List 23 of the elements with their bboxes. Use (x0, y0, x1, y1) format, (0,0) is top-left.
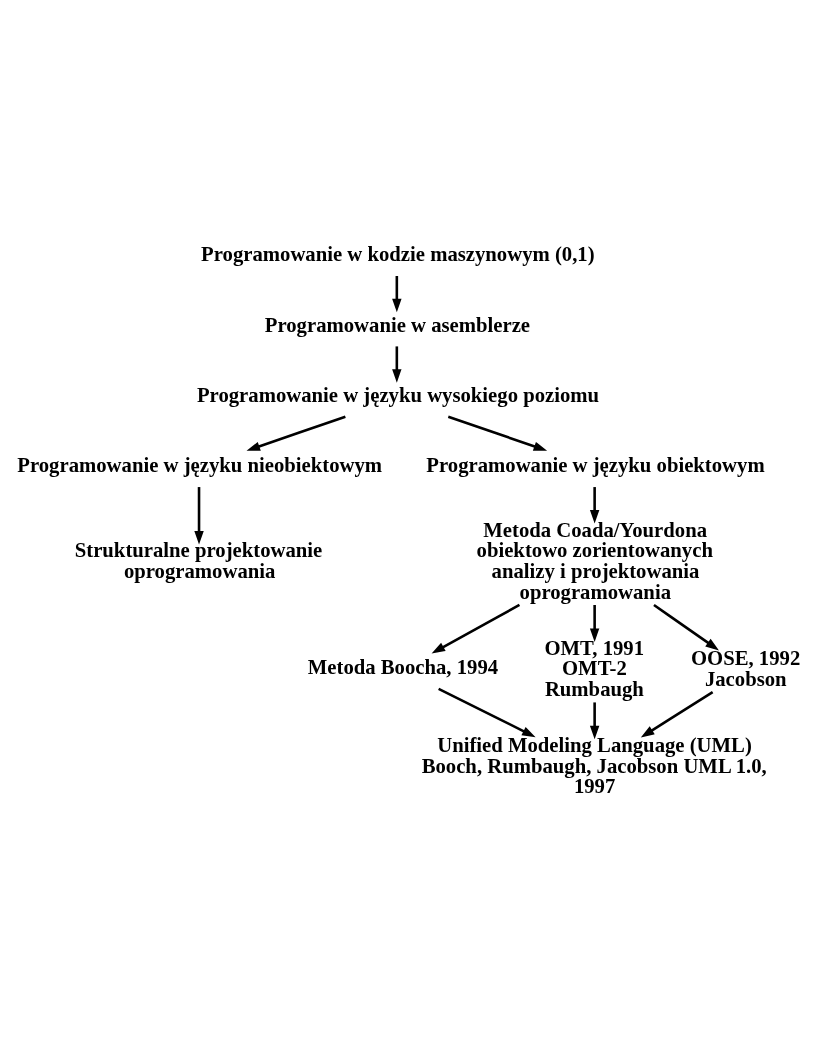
node-text: Programowanie w języku obiektowym (425, 453, 765, 476)
arrow (447, 414, 547, 451)
arrow (437, 687, 536, 737)
arrow (589, 604, 599, 642)
node-text: Unified Modeling Language (UML) Booch, Rumbaugh, Jacobson UML 1.0, 1997 (421, 733, 767, 797)
node-text: OOSE, 1992 Jacobson (690, 646, 800, 690)
node-text: Programowanie w języku wysokiego poziomu (196, 383, 599, 406)
node-text: Programowanie w kodzie maszynowym (0,1) (200, 242, 595, 265)
arrow (589, 701, 599, 739)
node-text: OMT, 1991 OMT-2 Rumbaugh (543, 636, 644, 700)
node-text: Strukturalne projektowanie oprogramowania (74, 538, 322, 582)
arrow (193, 486, 204, 544)
arrow (640, 690, 713, 737)
arrow (391, 275, 402, 312)
node-text: Programowanie w asemblerze (264, 313, 530, 336)
node-text: Metoda Coada/Yourdona obiektowo zorientowanych analizy i projektowania oprogramowania (476, 518, 713, 603)
node-text: Metoda Boocha, 1994 (307, 655, 498, 678)
arrow (431, 603, 520, 653)
arrow (589, 486, 599, 524)
node-text: Programowanie w języku nieobiektowym (16, 453, 382, 476)
arrow (246, 414, 346, 451)
arrow (391, 345, 402, 383)
arrow (652, 603, 719, 650)
